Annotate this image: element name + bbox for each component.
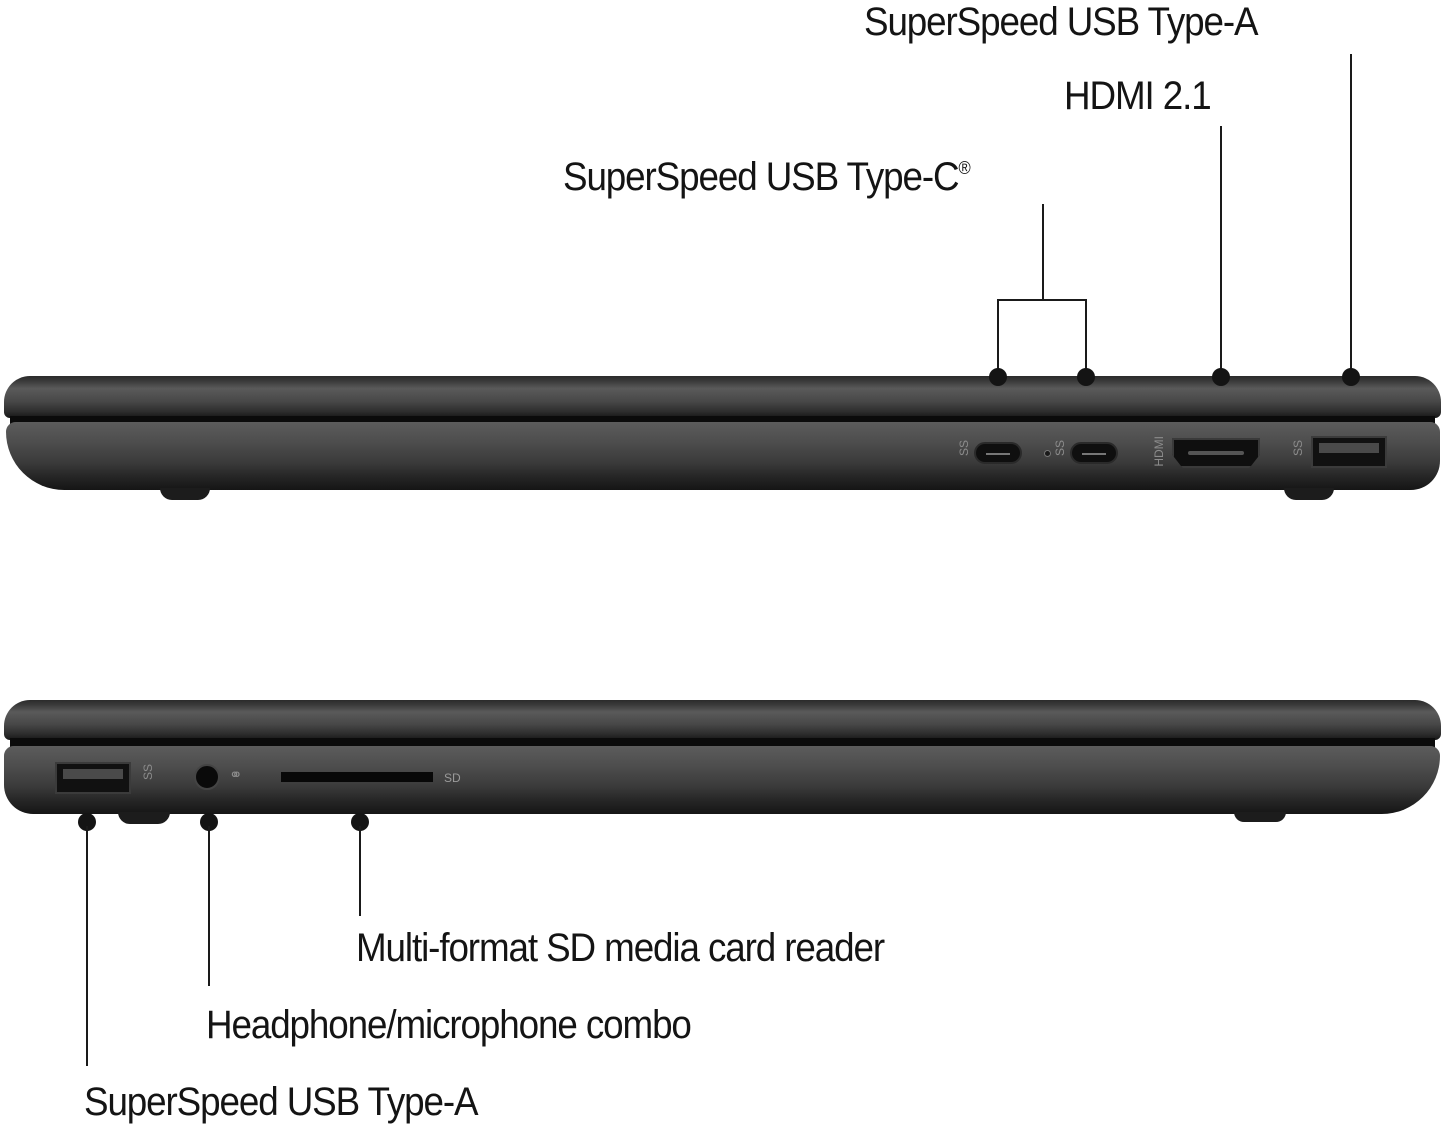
superspeed-icon: SS [1291, 440, 1305, 457]
callout-label-sd-reader: Multi-format SD media card reader [356, 926, 885, 970]
leader-line-audio-jack [208, 826, 210, 986]
charge-led [1044, 450, 1051, 457]
registered-mark: ® [958, 158, 970, 178]
rubber-foot [118, 812, 170, 824]
callout-dot-usb-a-left [78, 813, 96, 831]
callout-dot-usb-c-2 [1077, 368, 1095, 386]
leader-bracket-usb-c [997, 299, 1087, 301]
leader-line-usb-c-2 [1085, 299, 1087, 376]
hinge-gap [10, 416, 1435, 424]
leader-line-usb-a-left [86, 826, 88, 1066]
usb-c-port-1 [974, 442, 1022, 464]
sd-marking: SD [444, 771, 461, 785]
audio-jack [194, 764, 220, 790]
laptop-lid [4, 700, 1441, 740]
callout-label-usb-a-right: SuperSpeed USB Type-A [864, 0, 1259, 44]
hdmi-port [1172, 438, 1260, 468]
leader-line-hdmi [1220, 126, 1222, 376]
hinge-gap [10, 738, 1435, 748]
superspeed-icon: SS [957, 440, 971, 457]
usb-a-port-left [55, 762, 131, 794]
superspeed-icon: SS [141, 764, 155, 781]
callout-dot-sd-reader [351, 813, 369, 831]
usb-c-port-2 [1070, 442, 1118, 464]
leader-line-usb-c [1042, 204, 1044, 300]
hdmi-icon: HDMI [1152, 436, 1166, 467]
rubber-foot [1284, 488, 1334, 500]
leader-line-usb-c-1 [997, 299, 999, 376]
rubber-foot [160, 488, 210, 500]
callout-dot-usb-c-1 [989, 368, 1007, 386]
callout-label-hdmi: HDMI 2.1 [1064, 74, 1212, 118]
usb-c-label-text: SuperSpeed USB Type-C [563, 155, 960, 199]
sd-card-slot [281, 772, 433, 784]
callout-dot-audio-jack [200, 813, 218, 831]
rubber-foot [1234, 812, 1286, 822]
headset-icon: ⚭ [229, 767, 243, 784]
leader-line-sd-reader [359, 826, 361, 916]
callout-label-usb-c: SuperSpeed USB Type-C® [563, 155, 971, 199]
leader-line-usb-a-right [1350, 54, 1352, 376]
callout-dot-usb-a-right [1342, 368, 1360, 386]
laptop-base [4, 746, 1440, 814]
callout-label-usb-a-left: SuperSpeed USB Type-A [84, 1080, 479, 1124]
callout-dot-hdmi [1212, 368, 1230, 386]
callout-label-audio-jack: Headphone/microphone combo [206, 1003, 692, 1047]
superspeed-icon: SS [1053, 440, 1067, 457]
usb-a-port-right [1311, 436, 1387, 468]
laptop-lid [4, 376, 1441, 418]
